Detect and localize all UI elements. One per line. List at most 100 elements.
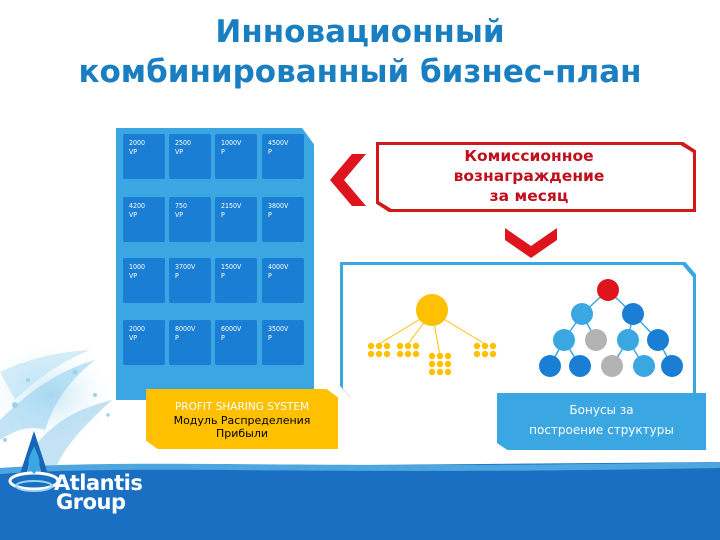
vp-card-unit: P <box>221 334 225 342</box>
tree-leaf-dot <box>396 342 404 350</box>
vp-card-unit: VP <box>175 211 184 219</box>
commission-line-2: вознаграждение <box>453 167 605 185</box>
title-line-1: Инновационный <box>215 14 505 50</box>
tree-leaf-dot <box>489 350 497 358</box>
atlantis-logo-text: Atlantis Group <box>54 471 143 514</box>
tree-leaf-dot <box>481 342 489 350</box>
vp-card-unit: P <box>268 211 272 219</box>
tree-leaf-dot <box>481 350 489 358</box>
tree-leaf-dot <box>428 352 436 360</box>
logo-line-1: Atlantis <box>54 471 143 495</box>
tree-leaf-dot <box>375 342 383 350</box>
vp-card-unit: P <box>221 272 225 280</box>
logo-line-2: Group <box>56 490 126 514</box>
vp-card-unit: VP <box>129 272 138 280</box>
tree-leaf-dot <box>375 350 383 358</box>
tree-leaf-dot <box>489 342 497 350</box>
tree-leaf-dot <box>436 352 444 360</box>
vp-card-value: 1000V <box>221 139 242 147</box>
vp-card-value: 4500V <box>268 139 289 147</box>
tree-leaf-dot <box>396 350 404 358</box>
vp-card-value: 2000 <box>129 139 146 147</box>
vp-card-unit: VP <box>129 211 138 219</box>
tree-leaf-dot <box>444 352 452 360</box>
tree-leaf-dot <box>383 342 391 350</box>
arrow-down-icon <box>505 228 557 258</box>
vp-card-unit: VP <box>175 148 184 156</box>
vp-card-value: 3800V <box>268 202 289 210</box>
blue-tree-diagram <box>539 279 683 377</box>
vp-card-unit: VP <box>129 148 138 156</box>
vp-card-unit: P <box>221 148 225 156</box>
commission-line-1: Комиссионное <box>464 147 594 165</box>
profit-sharing-label: PROFIT SHARING SYSTEM Модуль Распределен… <box>146 389 338 449</box>
vp-card-value: 3700V <box>175 263 196 271</box>
commission-line-3: за месяц <box>489 187 569 205</box>
tree-leaf-dot <box>444 368 452 376</box>
vp-card-unit: P <box>268 272 272 280</box>
commission-box <box>379 145 693 209</box>
vp-card-value: 3500V <box>268 325 289 333</box>
tree-leaf-dot <box>428 368 436 376</box>
arrow-left-icon <box>330 154 366 206</box>
vp-card-unit: P <box>175 272 179 280</box>
vp-card-value: 2500 <box>175 139 192 147</box>
atlantis-logo-icon <box>8 431 60 492</box>
profit-sharing-en: PROFIT SHARING SYSTEM <box>174 401 310 413</box>
tree-leaf-dot <box>383 350 391 358</box>
profit-sharing-ru-1: Модуль Распределения <box>173 414 311 427</box>
commission-text: Комиссионное вознаграждение за месяц <box>416 146 642 206</box>
tree-leaf-dot <box>444 360 452 368</box>
vp-card-unit: P <box>268 148 272 156</box>
vp-card-unit: VP <box>129 334 138 342</box>
vp-card-unit: P <box>221 211 225 219</box>
vp-card-value: 750 <box>175 202 188 210</box>
tree-leaf-dot <box>404 342 412 350</box>
yellow-tree-diagram <box>367 294 497 376</box>
vp-card-value: 8000V <box>175 325 196 333</box>
vp-card-value: 4200 <box>129 202 146 210</box>
vp-card-value: 4000V <box>268 263 289 271</box>
tree-leaf-dot <box>367 342 375 350</box>
tree-leaf-dot <box>367 350 375 358</box>
vp-card-value: 2000 <box>129 325 146 333</box>
tree-leaf-dot <box>428 360 436 368</box>
tree-leaf-dot <box>404 350 412 358</box>
profit-sharing-ru-2: Прибыли <box>215 427 269 440</box>
tree-leaf-dot <box>412 342 420 350</box>
tree-leaf-dot <box>473 342 481 350</box>
tree-leaf-dot <box>436 360 444 368</box>
bonus-label: Бонусы за построение структуры <box>497 393 706 450</box>
vp-card-unit: P <box>268 334 272 342</box>
title-line-2: комбинированный бизнес-план <box>78 54 642 90</box>
vp-card-value: 1000 <box>129 263 146 271</box>
vp-card-unit: P <box>175 334 179 342</box>
tree-leaf-dot <box>436 368 444 376</box>
bonus-line-2: построение структуры <box>529 423 674 437</box>
vp-card-value: 6000V <box>221 325 242 333</box>
vp-card-value: 2150V <box>221 202 242 210</box>
tree-leaf-dot <box>412 350 420 358</box>
bonus-line-1: Бонусы за <box>569 403 634 417</box>
vp-card-value: 1500V <box>221 263 242 271</box>
tree-leaf-dot <box>473 350 481 358</box>
page-title: Инновационный комбинированный бизнес-пла… <box>0 12 720 92</box>
